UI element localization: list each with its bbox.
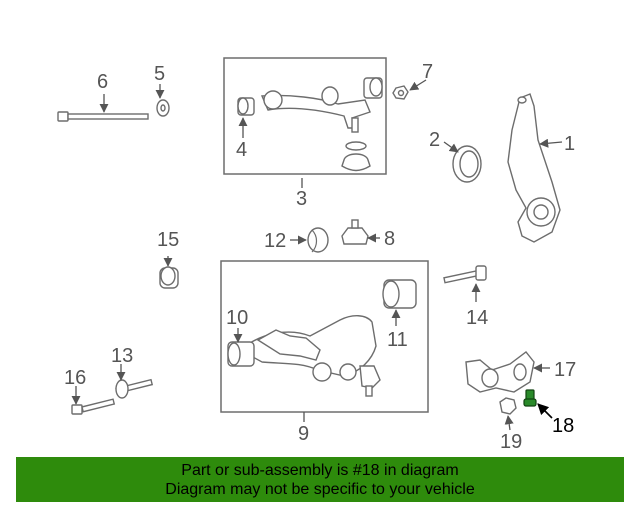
callout-12: 12 xyxy=(264,230,286,252)
callout-5: 5 xyxy=(154,63,165,85)
callout-3: 3 xyxy=(296,188,307,210)
part-13-cam-bolt[interactable] xyxy=(115,378,154,399)
lower-control-arm[interactable] xyxy=(238,315,381,397)
callout-4: 4 xyxy=(236,139,247,161)
banner-line-1: Part or sub-assembly is #18 in diagram xyxy=(181,462,459,479)
part-16-bolt[interactable] xyxy=(71,398,116,415)
part-6-bolt[interactable] xyxy=(57,111,149,122)
callout-8: 8 xyxy=(384,228,395,250)
callout-17: 17 xyxy=(554,359,576,381)
callout-15: 15 xyxy=(157,229,179,251)
callout-13: 13 xyxy=(111,345,133,367)
callout-14: 14 xyxy=(466,307,488,329)
ball-joint-boot[interactable] xyxy=(341,141,371,172)
upper-control-arm[interactable] xyxy=(260,86,371,133)
part-10-bushing[interactable] xyxy=(227,341,255,367)
part-4-bushing[interactable] xyxy=(237,97,255,116)
part-14-bolt[interactable] xyxy=(443,265,487,284)
part-2-seal[interactable] xyxy=(452,145,482,183)
callout-19: 19 xyxy=(500,431,522,453)
part-11-bushing[interactable] xyxy=(382,279,417,309)
part-1-steering-knuckle[interactable] xyxy=(507,93,561,243)
upper-bushing-rear[interactable] xyxy=(363,77,383,99)
callout-2: 2 xyxy=(429,129,440,151)
part-5-washer[interactable] xyxy=(156,99,170,117)
callout-7: 7 xyxy=(422,61,433,83)
banner-line-2: Diagram may not be specific to your vehi… xyxy=(165,481,475,498)
notice-banner: Part or sub-assembly is #18 in diagram D… xyxy=(16,457,624,502)
part-12-cap[interactable] xyxy=(307,227,329,253)
callout-11: 11 xyxy=(387,329,408,351)
parts-diagram: 6 5 4 7 2 1 3 12 8 15 14 10 11 13 16 17 … xyxy=(57,57,576,453)
part-18-bolt-highlighted[interactable] xyxy=(523,389,537,407)
callout-10: 10 xyxy=(226,307,248,329)
callout-18-highlighted: 18 xyxy=(552,415,574,437)
callout-16: 16 xyxy=(64,367,86,389)
callout-1: 1 xyxy=(564,133,575,155)
upper-arm-frame xyxy=(223,57,387,175)
part-17-bracket[interactable] xyxy=(465,351,535,393)
part-19-nut[interactable] xyxy=(499,397,517,415)
callout-6: 6 xyxy=(97,71,108,93)
lower-arm-frame xyxy=(220,260,429,413)
part-7-nut[interactable] xyxy=(392,85,409,100)
callout-9: 9 xyxy=(298,423,309,445)
part-15-bushing[interactable] xyxy=(159,266,179,289)
part-8-mount[interactable] xyxy=(341,219,369,245)
